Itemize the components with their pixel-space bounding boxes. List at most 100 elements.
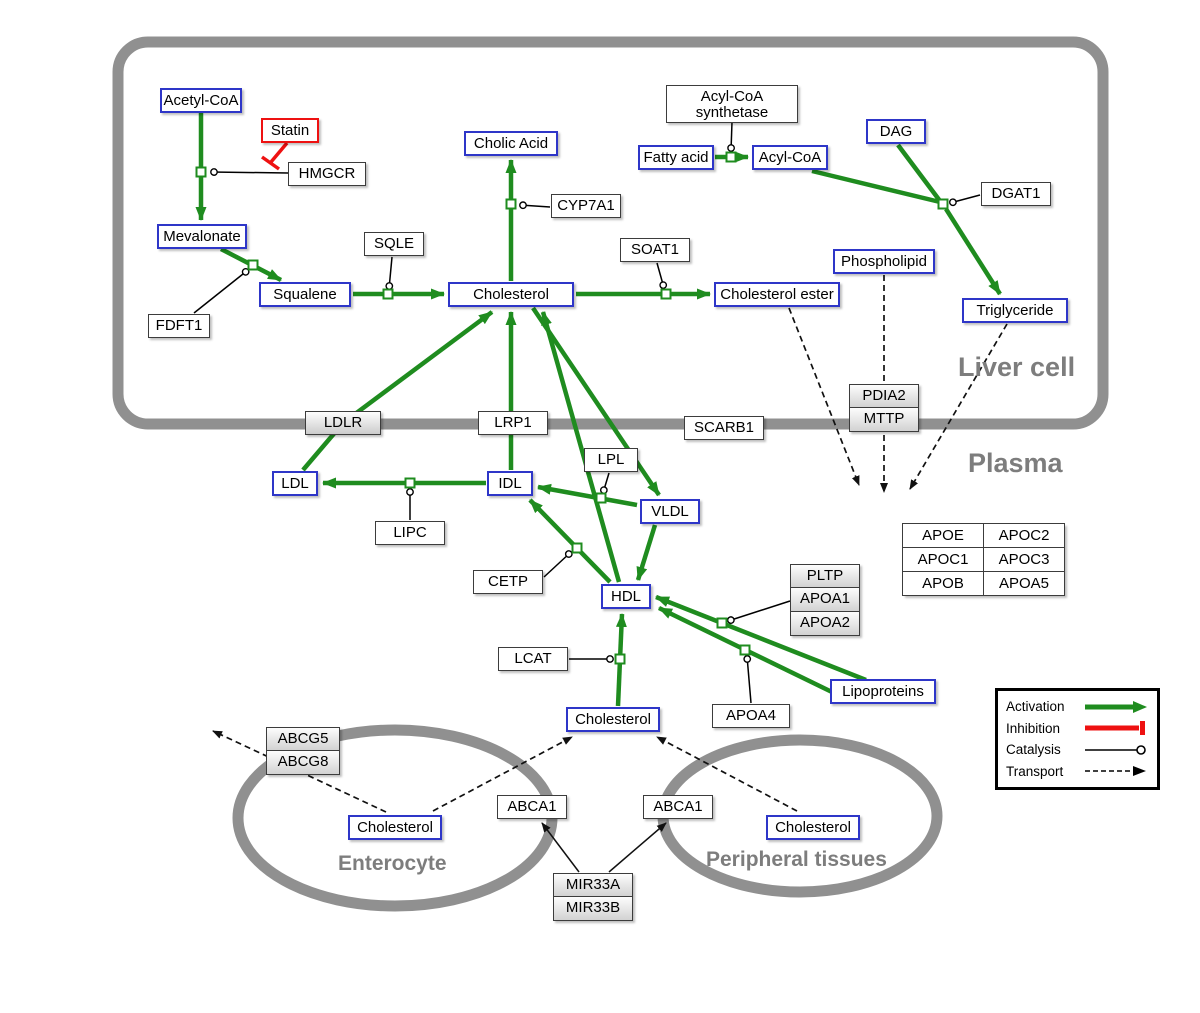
node-acyl-coa-synthetase-line2: synthetase <box>695 104 769 121</box>
legend-activation-label: Activation <box>1006 699 1065 715</box>
edge-junction-triglyceride <box>944 207 1002 296</box>
edge-catalysis-sqle <box>385 256 394 290</box>
edge-catalysis-apoa4 <box>743 655 752 704</box>
node-sqle[interactable]: SQLE <box>364 232 424 256</box>
peripheral-tissues-label: Peripheral tissues <box>706 848 887 871</box>
legend-inhibition-label: Inhibition <box>1006 720 1061 736</box>
reaction-node <box>614 653 626 665</box>
edge-vldl-idl <box>537 483 638 508</box>
node-ldlr[interactable]: LDLR <box>305 411 381 435</box>
node-soat1[interactable]: SOAT1 <box>620 238 690 262</box>
node-abca1-right[interactable]: ABCA1 <box>643 795 713 819</box>
node-mir33-stack: MIR33A MIR33B <box>553 873 633 921</box>
edge-catalysis-cetp <box>543 550 573 578</box>
node-lpl[interactable]: LPL <box>584 448 638 472</box>
apolipoprotein-table: APOE APOC2 APOC1 APOC3 APOB APOA5 <box>902 523 1065 596</box>
node-pdia2-mttp-stack: PDIA2 MTTP <box>849 384 919 432</box>
node-mevalonate[interactable]: Mevalonate <box>157 224 247 249</box>
node-lipc[interactable]: LIPC <box>375 521 445 545</box>
node-fdft1[interactable]: FDFT1 <box>148 314 210 338</box>
edge-catalysis-fdft1 <box>193 267 250 314</box>
edge-mir33-abca1-right <box>608 822 667 873</box>
catalysis-circle-icon <box>1085 744 1146 755</box>
node-cholesterol-peripheral[interactable]: Cholesterol <box>766 815 860 840</box>
node-abcg5[interactable]: ABCG5 <box>266 727 340 751</box>
edge-transport-enterocyte-plasma-cholesterol <box>432 736 573 812</box>
edge-catalysis-cyp7a1 <box>519 201 551 210</box>
node-idl[interactable]: IDL <box>487 471 533 496</box>
reaction-node <box>382 288 394 300</box>
node-cetp[interactable]: CETP <box>473 570 543 594</box>
node-acetyl-coa[interactable]: Acetyl-CoA <box>160 88 242 113</box>
liver-cell-membrane <box>112 36 1109 430</box>
edge-lipoproteins-hdl-upper <box>655 594 867 683</box>
node-cholesterol-plasma[interactable]: Cholesterol <box>566 707 660 732</box>
node-squalene[interactable]: Squalene <box>259 282 351 307</box>
reaction-node <box>404 477 416 489</box>
node-scarb1[interactable]: SCARB1 <box>684 416 764 440</box>
node-dag[interactable]: DAG <box>866 119 926 144</box>
node-triglyceride[interactable]: Triglyceride <box>962 298 1068 323</box>
node-cholesterol-ester[interactable]: Cholesterol ester <box>714 282 840 307</box>
node-abcg-stack: ABCG5 ABCG8 <box>266 727 340 775</box>
node-apoe[interactable]: APOE <box>902 523 984 548</box>
edge-catalysis-hmgcr <box>210 168 289 176</box>
transport-dashed-arrow-icon <box>1085 766 1146 777</box>
node-apoc1[interactable]: APOC1 <box>902 547 984 572</box>
edge-hdl-cholesterol <box>540 311 622 583</box>
edge-catalysis-soat1 <box>656 262 668 290</box>
node-mir33b[interactable]: MIR33B <box>553 897 633 921</box>
node-pdia2[interactable]: PDIA2 <box>849 384 919 408</box>
node-fatty-acid[interactable]: Fatty acid <box>638 145 714 170</box>
legend-box: Activation Inhibition Catalysis Transpor… <box>995 688 1160 790</box>
node-apoc3[interactable]: APOC3 <box>983 547 1065 572</box>
node-vldl[interactable]: VLDL <box>640 499 700 524</box>
edge-cholesterol-vldl <box>531 306 661 497</box>
reaction-node <box>716 617 728 629</box>
node-hdl[interactable]: HDL <box>601 584 651 609</box>
node-apob[interactable]: APOB <box>902 571 984 596</box>
node-apoa5[interactable]: APOA5 <box>983 571 1065 596</box>
reaction-node <box>937 198 949 210</box>
reaction-nodes <box>195 151 949 665</box>
node-apoa2[interactable]: APOA2 <box>790 612 860 636</box>
node-apoa1[interactable]: APOA1 <box>790 588 860 612</box>
node-ldl[interactable]: LDL <box>272 471 318 496</box>
edge-transport-cholesterolester <box>788 307 860 486</box>
legend-catalysis-label: Catalysis <box>1006 742 1061 758</box>
node-cholesterol-enterocyte[interactable]: Cholesterol <box>348 815 442 840</box>
node-abca1-left[interactable]: ABCA1 <box>497 795 567 819</box>
node-acyl-coa-synthetase[interactable]: Acyl-CoA synthetase <box>666 85 798 123</box>
legend-row-catalysis: Catalysis <box>1006 739 1149 760</box>
node-statin[interactable]: Statin <box>261 118 319 143</box>
reaction-node <box>725 151 737 163</box>
node-dgat1[interactable]: DGAT1 <box>981 182 1051 206</box>
node-abcg8[interactable]: ABCG8 <box>266 751 340 775</box>
node-acyl-coa[interactable]: Acyl-CoA <box>752 145 828 170</box>
node-phospholipid[interactable]: Phospholipid <box>833 249 935 274</box>
liver-cell-label: Liver cell <box>958 352 1076 382</box>
node-cyp7a1[interactable]: CYP7A1 <box>551 194 621 218</box>
edge-acylcoa-dgat1-junction <box>811 168 941 205</box>
plasma-label: Plasma <box>968 448 1063 478</box>
node-cholic-acid[interactable]: Cholic Acid <box>464 131 558 156</box>
node-lipoproteins[interactable]: Lipoproteins <box>830 679 936 704</box>
legend-transport-label: Transport <box>1006 763 1064 779</box>
node-hmgcr[interactable]: HMGCR <box>288 162 366 186</box>
node-lcat[interactable]: LCAT <box>498 647 568 671</box>
edge-transport-peripheral-plasma-cholesterol <box>656 736 798 812</box>
node-apoa4[interactable]: APOA4 <box>712 704 790 728</box>
node-mttp[interactable]: MTTP <box>849 408 919 432</box>
node-cholesterol-liver[interactable]: Cholesterol <box>448 282 574 307</box>
edge-mir33-abca1-left <box>541 822 580 873</box>
edge-hdl-idl-cetp <box>528 498 612 584</box>
reaction-node <box>247 259 259 271</box>
node-mir33a[interactable]: MIR33A <box>553 873 633 897</box>
edge-catalysis-acylcoa-synthetase <box>727 121 736 152</box>
edge-ldl-ldlr-cholesterol <box>301 310 494 472</box>
node-pltp[interactable]: PLTP <box>790 564 860 588</box>
node-apoc2[interactable]: APOC2 <box>983 523 1065 548</box>
node-lrp1[interactable]: LRP1 <box>478 411 548 435</box>
node-pltp-apoa-stack: PLTP APOA1 APOA2 <box>790 564 860 636</box>
